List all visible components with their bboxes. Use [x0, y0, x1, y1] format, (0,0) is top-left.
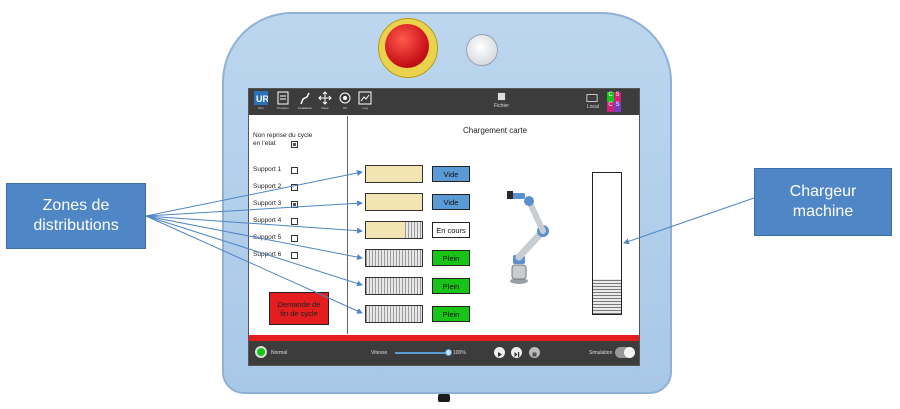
slot-2-status[interactable]: Vide	[432, 194, 470, 210]
page-title: Chargement carte	[463, 126, 528, 135]
speed-label: Vitesse	[371, 350, 388, 356]
cable-connector	[438, 394, 450, 402]
emergency-stop-button[interactable]	[385, 24, 429, 68]
play-icon	[498, 352, 502, 357]
tab-io[interactable]: I/O	[335, 91, 355, 113]
local-control-icon[interactable]	[586, 93, 598, 103]
io-icon	[339, 92, 351, 104]
stop-icon	[532, 352, 537, 357]
slot-2-status-label: Vide	[443, 197, 459, 207]
mode-label: Normal	[271, 350, 288, 356]
pendant-screen: UR Run Program Installation Move I/O Log…	[248, 88, 640, 366]
support-5-checkbox[interactable]	[291, 235, 298, 242]
safety-status-badge: C S C S	[607, 92, 621, 112]
slot-5-status-label: Plein	[442, 281, 460, 291]
status-letter-s1: S	[614, 92, 621, 102]
non-reprise-label-line1: Non reprise du cycle	[253, 132, 313, 139]
tab-program-label: Program	[277, 106, 289, 110]
slot-1-status[interactable]: Vide	[432, 166, 470, 182]
end-cycle-button-label: Demande de fin de cycle	[277, 299, 321, 318]
tab-installation[interactable]: Installation	[295, 91, 315, 113]
tab-move-label: Move	[321, 106, 329, 110]
slot-3-status-label: En cours	[436, 225, 466, 235]
bottom-toolbar: Normal Vitesse 100% Simulation	[249, 341, 639, 365]
non-reprise-label-line2: en l'etat	[253, 140, 276, 147]
machine-loader	[592, 172, 622, 315]
support-1-label: Support 1	[253, 166, 282, 173]
ur-logo-icon: UR	[254, 91, 268, 105]
tab-run-label: Run	[258, 106, 264, 110]
panel-divider	[347, 116, 348, 334]
tab-log[interactable]: Log	[355, 91, 375, 113]
step-icon	[514, 352, 520, 357]
callout-chargeur-text: Chargeur machine	[789, 183, 857, 220]
non-reprise-checkbox[interactable]	[291, 141, 298, 148]
status-letter-c2: C	[607, 102, 614, 112]
alarm-bar	[249, 335, 639, 341]
tab-program[interactable]: Program	[273, 91, 293, 113]
speed-slider-fill	[395, 352, 449, 354]
support-4-label: Support 4	[253, 217, 282, 224]
callout-zones-distributions: Zones de distributions	[6, 183, 146, 249]
tab-io-label: I/O	[342, 106, 347, 110]
end-cycle-button[interactable]: Demande de fin de cycle	[269, 292, 329, 325]
callout-zones-text: Zones de distributions	[33, 197, 119, 234]
local-label: Local	[587, 104, 599, 110]
speed-value: 100%	[453, 350, 466, 356]
robot-arm-icon	[300, 92, 310, 105]
slot-6-status-label: Plein	[442, 309, 460, 319]
simulation-toggle[interactable]	[615, 347, 635, 358]
slot-3-tray	[365, 221, 423, 239]
power-status-icon[interactable]	[255, 346, 267, 358]
program-icon	[277, 91, 289, 105]
machine-loader-fill	[593, 278, 621, 314]
top-toolbar: UR Run Program Installation Move I/O Log…	[249, 89, 639, 115]
play-button[interactable]	[494, 347, 505, 358]
slot-4-status[interactable]: Plein	[432, 250, 470, 266]
slot-4-tray	[365, 249, 423, 267]
slot-3-status[interactable]: En cours	[432, 222, 470, 238]
step-button[interactable]	[511, 347, 522, 358]
power-button[interactable]	[466, 34, 498, 66]
slot-5-status[interactable]: Plein	[432, 278, 470, 294]
support-2-label: Support 2	[253, 183, 282, 190]
simulation-toggle-knob	[624, 347, 635, 358]
support-6-checkbox[interactable]	[291, 252, 298, 259]
slot-5-tray	[365, 277, 423, 295]
robot-arm-illustration	[507, 191, 549, 284]
support-4-checkbox[interactable]	[291, 218, 298, 225]
support-6-label: Support 6	[253, 251, 282, 258]
slot-6-status[interactable]: Plein	[432, 306, 470, 322]
speed-slider-handle[interactable]	[445, 349, 452, 356]
callout-chargeur-machine: Chargeur machine	[754, 168, 892, 236]
move-arrows-icon	[318, 91, 332, 105]
simulation-label: Simulation	[589, 350, 613, 356]
support-3-checkbox[interactable]	[291, 201, 298, 208]
support-3-label: Support 3	[253, 200, 282, 207]
support-5-label: Support 5	[253, 234, 282, 241]
tab-installation-label: Installation	[297, 106, 313, 110]
slot-2-tray	[365, 193, 423, 211]
stop-button[interactable]	[529, 347, 540, 358]
status-letter-c1: C	[607, 92, 614, 102]
slot-1-tray	[365, 165, 423, 183]
tab-move[interactable]: Move	[315, 91, 335, 113]
support-1-checkbox[interactable]	[291, 167, 298, 174]
speed-slider[interactable]	[395, 349, 452, 356]
slot-1-status-label: Vide	[443, 169, 459, 179]
logo-run-tab[interactable]: UR Run	[251, 91, 271, 113]
log-icon	[358, 91, 372, 105]
file-icon[interactable]	[497, 92, 506, 101]
file-label: Fichier	[494, 103, 510, 109]
tab-log-label: Log	[362, 106, 368, 110]
support-2-checkbox[interactable]	[291, 184, 298, 191]
status-letter-s2: S	[614, 102, 621, 112]
slot-4-status-label: Plein	[442, 253, 460, 263]
svg-text:UR: UR	[256, 94, 268, 104]
slot-6-tray	[365, 305, 423, 323]
